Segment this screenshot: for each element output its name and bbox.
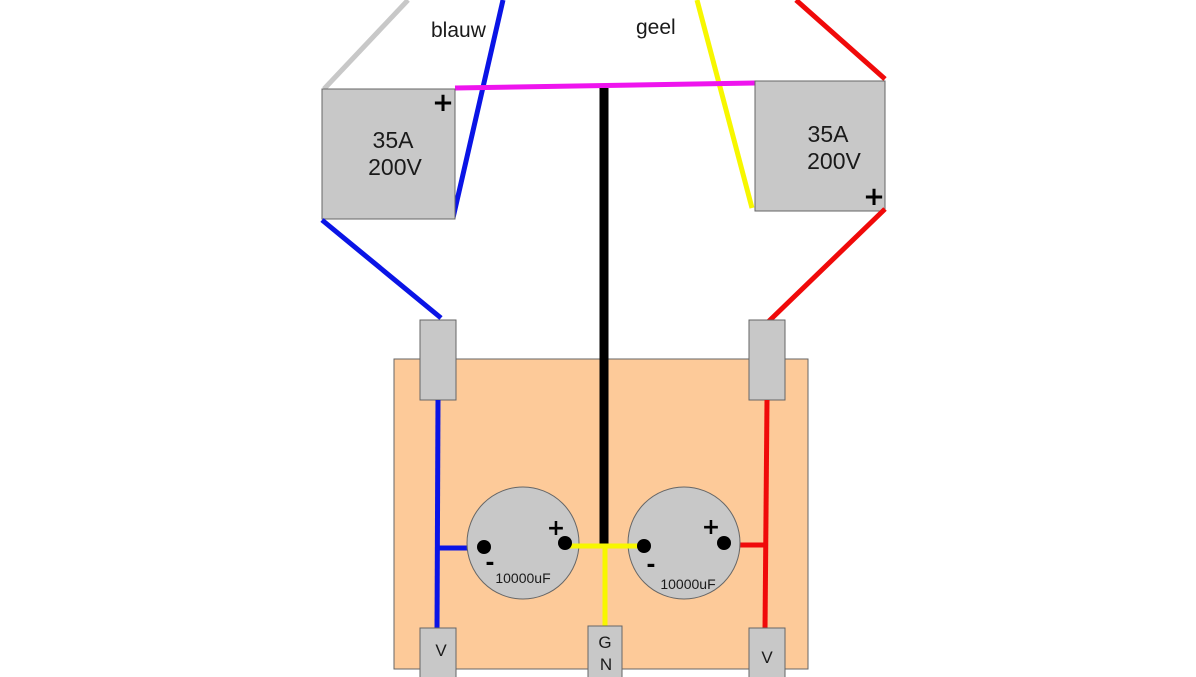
yellow-wire-top bbox=[694, 0, 755, 209]
terminal-ground-label-g: G bbox=[598, 633, 611, 652]
red-trace-vertical bbox=[762, 399, 770, 631]
red-wire-lower bbox=[766, 207, 887, 324]
output-terminal-left: V bbox=[419, 627, 457, 677]
bridge-rectifier-right: 35A 200V + bbox=[754, 80, 886, 212]
cap-left-plus: + bbox=[547, 516, 565, 541]
cap-left-value: 10000uF bbox=[495, 570, 550, 586]
cap-left-neg-terminal bbox=[477, 540, 491, 554]
cap-left-pos-terminal bbox=[558, 536, 572, 550]
bridge-right-voltage: 200V bbox=[807, 148, 861, 174]
blue-wire-top bbox=[450, 0, 506, 219]
input-connector-right bbox=[748, 319, 786, 401]
cap-right-minus: - bbox=[646, 553, 655, 578]
cap-right-pos-terminal bbox=[717, 536, 731, 550]
terminal-right-label: V bbox=[761, 648, 773, 667]
cap-left-minus: - bbox=[485, 551, 494, 576]
bridge-right-current: 35A bbox=[808, 121, 850, 147]
magenta-wire bbox=[454, 80, 756, 91]
label-geel: geel bbox=[636, 16, 676, 39]
blue-wire-lower bbox=[320, 218, 443, 320]
bridge-right-plus: + bbox=[863, 182, 885, 212]
red-wire-top bbox=[794, 0, 887, 81]
cap-right-neg-terminal bbox=[637, 539, 651, 553]
capacitor-right: 10000uF + - bbox=[627, 486, 741, 600]
output-terminal-ground: G N bbox=[587, 625, 623, 677]
terminal-ground-label-n: N bbox=[600, 655, 612, 674]
input-connector-left bbox=[419, 319, 457, 401]
terminal-left-label: V bbox=[435, 641, 447, 660]
bridge-left-current: 35A bbox=[373, 127, 415, 153]
bridge-left-voltage: 200V bbox=[368, 154, 422, 180]
blue-trace-vertical bbox=[434, 399, 441, 631]
output-terminal-right: V bbox=[748, 627, 786, 677]
gray-wire bbox=[322, 0, 410, 91]
cap-right-plus: + bbox=[702, 515, 720, 540]
bridge-rectifier-left: 35A 200V + bbox=[321, 88, 456, 220]
cap-right-value: 10000uF bbox=[660, 576, 715, 592]
capacitor-left: 10000uF + - bbox=[466, 486, 580, 600]
bridge-left-plus: + bbox=[432, 88, 454, 118]
label-blauw: blauw bbox=[431, 19, 487, 42]
